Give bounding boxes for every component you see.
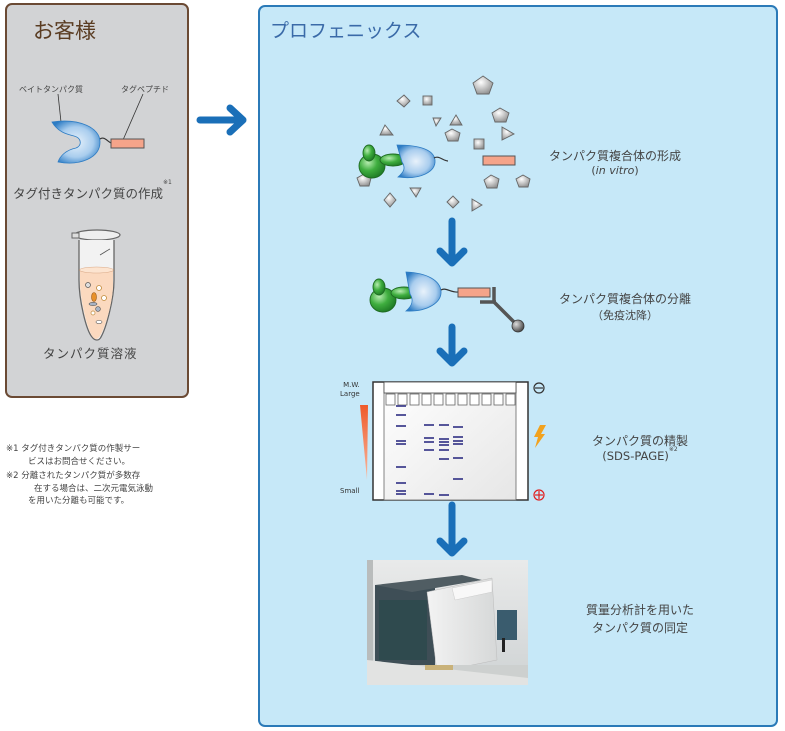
gel-well	[385, 393, 396, 406]
background-proteins	[356, 75, 531, 212]
tag-pointer-line	[122, 93, 144, 141]
gel-band	[453, 426, 463, 428]
customer-title: お客様	[33, 19, 96, 43]
linker	[99, 137, 112, 144]
gel-band	[396, 425, 406, 427]
gel-band	[396, 443, 406, 445]
gel-well	[469, 393, 480, 406]
gel-well	[421, 393, 432, 406]
note-ref-1: ※1	[163, 179, 172, 186]
gel-band	[396, 493, 406, 495]
gel-well	[505, 393, 516, 406]
customer-step-protein-solution: タンパク質溶液	[43, 346, 138, 361]
gel-band	[396, 490, 406, 492]
antibody-icon	[480, 287, 517, 325]
gel-band	[424, 441, 434, 443]
down-arrow-icon	[436, 501, 468, 557]
gel-band	[439, 441, 449, 443]
anode-plus-icon	[533, 489, 545, 501]
gel-band	[439, 438, 449, 440]
gel-well	[433, 393, 444, 406]
footnote-1: ※1 タグ付きタンパク質の作製サー ビスはお問合せください。	[6, 444, 141, 467]
tag-peptide-rect	[110, 138, 145, 149]
gel-band	[453, 440, 463, 442]
gel-well	[493, 393, 504, 406]
gel-small-label: Small	[340, 487, 360, 495]
tag-peptide-rect	[457, 287, 491, 298]
step-purification-label: タンパク質の精製	[591, 434, 688, 448]
note-ref-2: ※2	[668, 446, 678, 453]
gel-band	[396, 440, 406, 442]
mass-spectrometer-photo	[367, 560, 528, 685]
gel-band	[396, 482, 406, 484]
step-complex-formation-sub: (in vitro)	[591, 164, 639, 177]
footnotes: ※1 タグ付きタンパク質の作製サー ビスはお問合せください。 ※2 分離されたタ…	[6, 443, 153, 508]
step-identification-label: 質量分析計を用いた タンパク質の同定	[585, 603, 694, 635]
step-complex-formation-label: タンパク質複合体の形成	[548, 149, 681, 163]
gel-band	[439, 494, 449, 496]
step1-text: タグ付きタンパク質の作成	[13, 186, 164, 201]
bait-pointer-line	[57, 93, 62, 123]
right-arrow-icon	[196, 104, 247, 136]
gel-band	[396, 466, 406, 468]
cathode-minus-icon	[533, 382, 545, 394]
tag-peptide-label: タグペプチド	[121, 85, 169, 94]
gel-well	[445, 393, 456, 406]
gel-band	[396, 405, 406, 407]
step-complex-separation-sub: （免疫沈降）	[592, 309, 658, 322]
gel-mw-label: M.W. Large	[340, 381, 360, 398]
down-arrow-icon	[436, 217, 468, 267]
gel-well	[409, 393, 420, 406]
gel-band	[453, 457, 463, 459]
gel-band	[396, 414, 406, 416]
gel-band	[439, 458, 449, 460]
gel-band	[453, 436, 463, 438]
gel-well	[481, 393, 492, 406]
gel-band	[424, 449, 434, 451]
gel-band	[439, 424, 449, 426]
footnote-2: ※2 分離されたタンパク質が多数存 在する場合は、二次元電気泳動 を用いた分離も…	[6, 471, 154, 506]
gel-band	[424, 437, 434, 439]
gel-bands	[396, 405, 463, 496]
partner-protein	[358, 144, 407, 179]
step-purification-sub: (SDS-PAGE)※2	[602, 446, 678, 463]
step-complex-separation-label: タンパク質複合体の分離	[558, 292, 691, 306]
gel-wells	[385, 393, 516, 406]
provider-title: プロフェニックス	[270, 20, 422, 42]
tag-peptide-rect	[482, 155, 516, 166]
gel-band	[453, 443, 463, 445]
gel-band	[424, 493, 434, 495]
bait-protein-label: ベイトタンパク質	[19, 85, 83, 94]
gel-well	[397, 393, 408, 406]
customer-step-tagged-protein: タグ付きタンパク質の作成※1	[13, 179, 172, 202]
down-arrow-icon	[436, 323, 468, 367]
mw-gradient-wedge	[360, 405, 368, 480]
gel-well	[457, 393, 468, 406]
bait-protein-shape	[51, 120, 101, 164]
tagged-protein-illustration	[51, 93, 145, 164]
gel-band	[424, 424, 434, 426]
gel-top	[383, 381, 517, 394]
bait-protein-shape	[404, 271, 442, 312]
bead-icon	[511, 319, 525, 333]
gel-band	[453, 478, 463, 480]
lightning-icon	[534, 425, 546, 448]
bait-protein-shape	[396, 144, 436, 179]
gel-band	[439, 444, 449, 446]
tube-illustration	[71, 229, 121, 341]
gel-band	[439, 449, 449, 451]
